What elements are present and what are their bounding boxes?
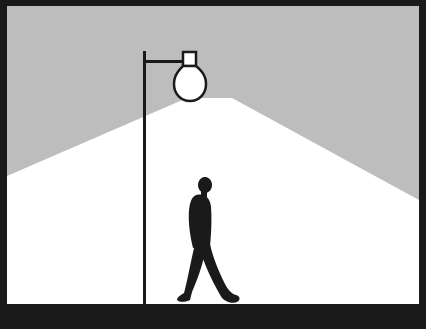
ground bbox=[7, 304, 419, 323]
person-head bbox=[198, 177, 212, 193]
lamp-bulb bbox=[174, 66, 206, 101]
lamp-arm bbox=[143, 60, 184, 63]
lamp-pole bbox=[143, 51, 146, 305]
lamp-cap bbox=[183, 52, 196, 66]
